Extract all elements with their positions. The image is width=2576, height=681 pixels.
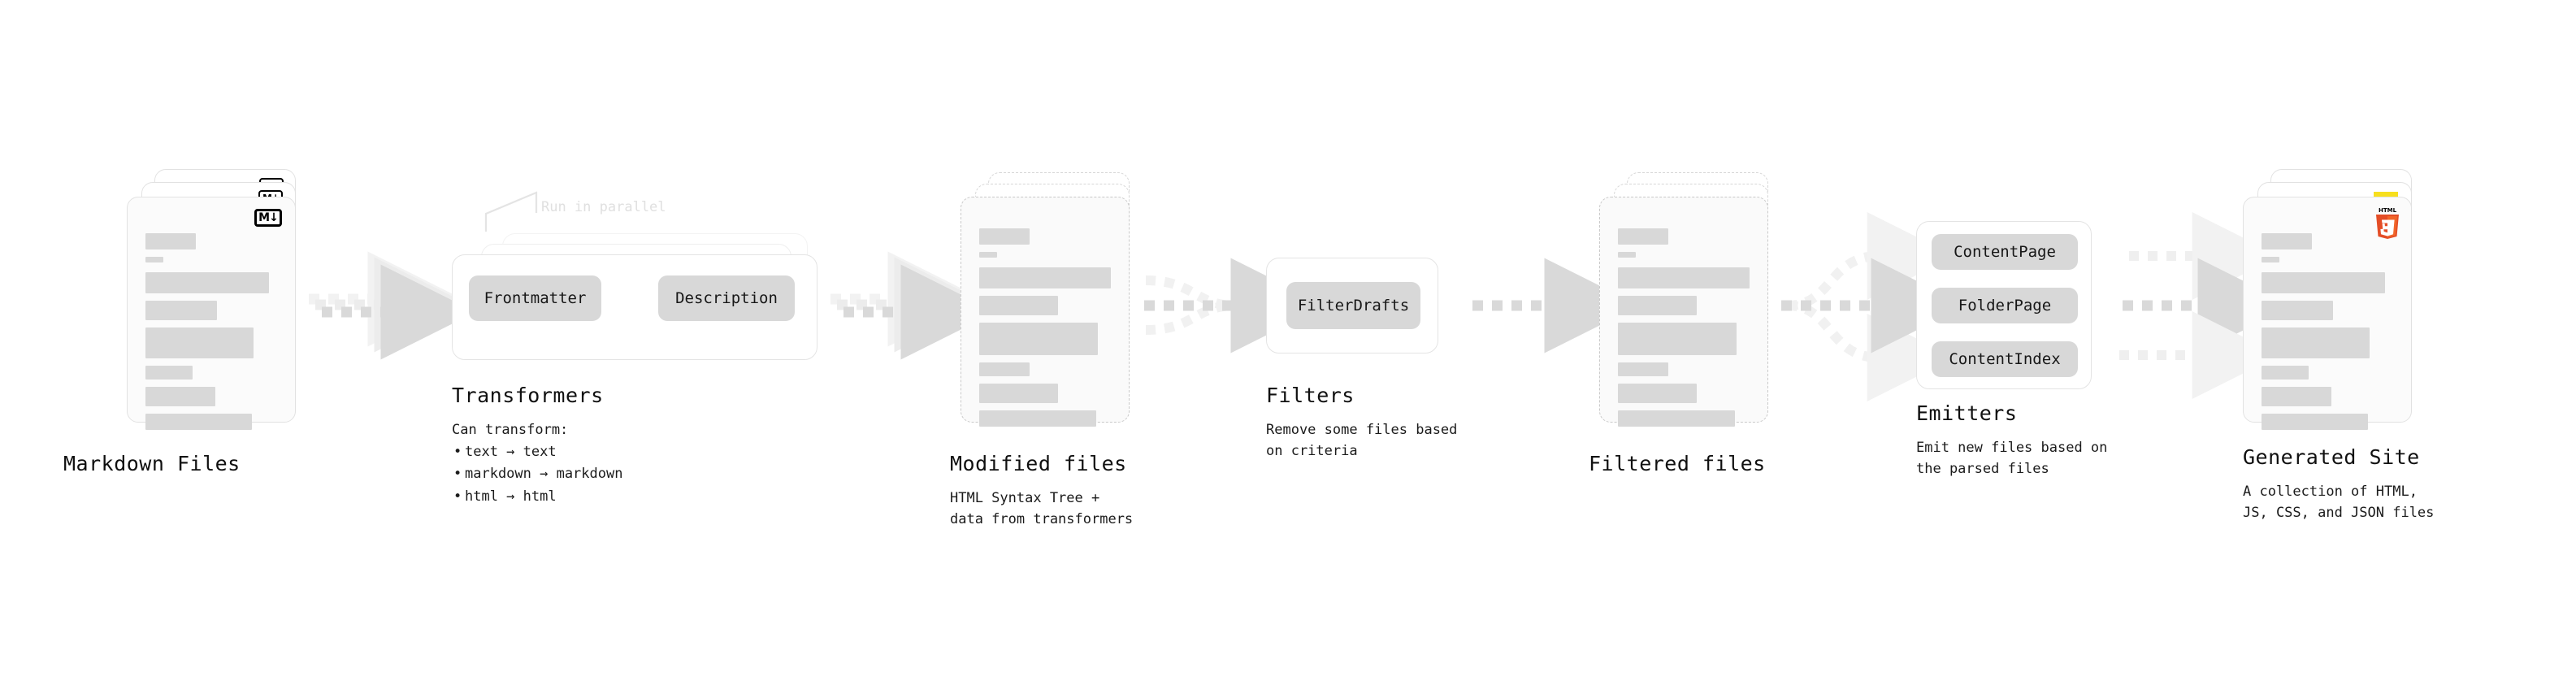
emitter-chip-contentpage[interactable]: ContentPage: [1932, 234, 2078, 270]
modified-card-front: [961, 197, 1130, 427]
arrow-transformers-to-modified: [830, 251, 996, 360]
placeholder-line: [2262, 387, 2331, 406]
transformers-bullet-item: html → html: [452, 486, 622, 508]
transformers-bullet-list: text → text markdown → markdown html → h…: [452, 441, 622, 508]
transformers-caption: Can transform: text → text markdown → ma…: [452, 419, 622, 508]
placeholder-line: [145, 327, 254, 358]
emitters-box[interactable]: ContentPage FolderPage ContentIndex: [1916, 221, 2092, 389]
placeholder-line: [1618, 228, 1668, 245]
placeholder-line: [2262, 366, 2309, 380]
placeholder-line: [2262, 301, 2333, 320]
placeholder-line: [1618, 267, 1750, 288]
arrow-emitters-to-site: [2119, 212, 2293, 399]
transformer-chip-frontmatter[interactable]: Frontmatter: [469, 275, 601, 321]
transformer-chip-description[interactable]: Description: [658, 275, 795, 321]
placeholder-line: [2262, 272, 2385, 293]
svg-text:HTML: HTML: [2379, 207, 2397, 214]
placeholder-line: [979, 410, 1096, 427]
filtered-files-stack: [1599, 172, 1768, 427]
filters-box[interactable]: FilterDrafts: [1266, 258, 1438, 354]
stage-title-filters: Filters: [1266, 384, 1355, 407]
placeholder-line: [1618, 323, 1737, 355]
placeholder-line: [1618, 410, 1735, 427]
filter-chip-filterdrafts[interactable]: FilterDrafts: [1286, 282, 1420, 329]
generated-site-description: A collection of HTML, JS, CSS, and JSON …: [2243, 484, 2435, 522]
transformers-caption-lead: Can transform:: [452, 422, 569, 438]
filtered-card-front: [1599, 197, 1768, 427]
modified-files-stack: [961, 172, 1130, 427]
placeholder-line: [979, 252, 997, 258]
placeholder-line: [2262, 257, 2279, 262]
placeholder-line: [1618, 362, 1668, 376]
emitter-chip-contentindex[interactable]: ContentIndex: [1932, 341, 2078, 377]
markdown-files-stack: M↓ M↓ M↓: [127, 169, 296, 430]
markdown-badge-icon: M↓: [254, 209, 282, 227]
placeholder-line: [145, 366, 193, 380]
stage-title-modified-files: Modified files: [950, 452, 1127, 475]
run-in-parallel-leader: [484, 191, 538, 232]
markdown-card-front: M↓: [127, 197, 296, 430]
placeholder-line: [2262, 327, 2370, 358]
placeholder-line: [145, 414, 252, 430]
placeholder-line: [145, 387, 215, 406]
card-placeholder-lines: [145, 233, 279, 437]
placeholder-line: [979, 296, 1058, 315]
arrow-markdown-to-transformers: [309, 251, 476, 360]
card-placeholder-lines: [2262, 233, 2395, 437]
markdown-badge-front: M↓: [254, 209, 282, 227]
html5-badge-holder: HTML: [2374, 206, 2401, 239]
stage-title-transformers: Transformers: [452, 384, 604, 407]
stage-title-emitters: Emitters: [1916, 401, 2018, 425]
modified-files-description: HTML Syntax Tree + data from transformer…: [950, 490, 1134, 528]
placeholder-line: [979, 323, 1098, 355]
placeholder-line: [1618, 296, 1697, 315]
placeholder-line: [145, 257, 163, 262]
generated-card-front-html: HTML: [2243, 197, 2412, 430]
html5-icon: HTML: [2374, 206, 2401, 239]
generated-site-stack: CSS JS HTML: [2243, 169, 2412, 430]
placeholder-line: [1618, 252, 1636, 258]
placeholder-line: [979, 362, 1030, 376]
stage-title-generated-site: Generated Site: [2243, 445, 2420, 469]
arrow-filtered-to-emitters: [1781, 212, 1967, 401]
placeholder-line: [145, 272, 269, 293]
card-placeholder-lines: [979, 228, 1112, 434]
placeholder-line: [2262, 233, 2312, 249]
run-in-parallel-note: Run in parallel: [541, 199, 666, 215]
transformers-bullet-item: text → text: [452, 441, 622, 463]
transformers-bullet-item: markdown → markdown: [452, 463, 622, 485]
placeholder-line: [145, 233, 196, 249]
emitter-chip-folderpage[interactable]: FolderPage: [1932, 288, 2078, 323]
arrow-modified-to-filters: [1144, 258, 1326, 354]
placeholder-line: [145, 301, 217, 320]
card-placeholder-lines: [1618, 228, 1751, 434]
placeholder-line: [2262, 414, 2368, 430]
stage-title-filtered-files: Filtered files: [1589, 452, 1766, 475]
placeholder-line: [979, 228, 1030, 245]
placeholder-line: [979, 267, 1111, 288]
placeholder-line: [979, 384, 1058, 403]
transformer-box-front[interactable]: Frontmatter Description: [452, 254, 817, 360]
stage-title-markdown-files: Markdown Files: [63, 452, 241, 475]
emitters-description: Emit new files based on the parsed files: [1916, 440, 2108, 478]
placeholder-line: [1618, 384, 1697, 403]
filters-description: Remove some files based on criteria: [1266, 422, 1458, 460]
